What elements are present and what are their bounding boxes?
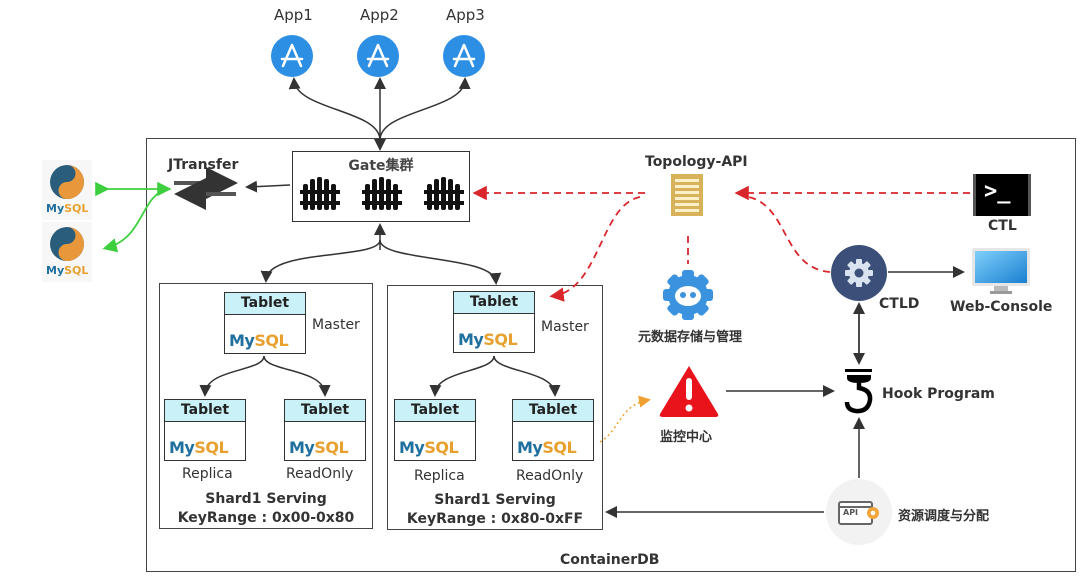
shard-1-replica-role: Replica	[182, 466, 233, 482]
mysql-my: My	[46, 202, 65, 215]
ctld-to-topology-link	[741, 195, 831, 273]
ctl-prompt: >_	[984, 179, 1011, 204]
gate-fence-icon	[362, 177, 402, 210]
shard-2-box[interactable]: Tablet MySQL Master Tablet MySQL Replica…	[387, 285, 603, 530]
mysql-dolphin-icon	[50, 227, 84, 261]
alert-triangle-icon[interactable]	[658, 364, 720, 418]
shard-2-master-role: Master	[541, 319, 589, 335]
app3-label: App3	[446, 6, 485, 24]
shard-2-readonly-role: ReadOnly	[516, 468, 584, 484]
shard-1-readonly-role: ReadOnly	[286, 466, 354, 482]
mysql-logo: MySQL	[399, 438, 459, 457]
scheduler-icon[interactable]: API	[826, 479, 892, 545]
metadata-label: 元数据存储与管理	[638, 330, 743, 345]
gate-cluster-title: Gate集群	[348, 158, 414, 174]
app1-label: App1	[274, 6, 313, 24]
shard-1-replica-tablet[interactable]: Tablet MySQL	[164, 399, 246, 461]
shard-1-keyrange: KeyRange : 0x00-0x80	[177, 510, 355, 526]
gear-icon	[845, 259, 873, 287]
mysql-logo: MySQL	[289, 438, 349, 457]
gate-fence-icon	[300, 177, 340, 210]
shard-2-keyrange: KeyRange : 0x80-0xFF	[406, 511, 584, 527]
ctld-icon[interactable]	[831, 245, 887, 301]
app2-label: App2	[360, 6, 399, 24]
topology-to-shard2-master-link	[549, 196, 641, 302]
shard-2-readonly-tablet[interactable]: Tablet MySQL	[512, 399, 594, 461]
shard-1-master-tablet[interactable]: Tablet MySQL	[224, 292, 306, 354]
tablet-header: Tablet	[165, 400, 245, 422]
app2-icon[interactable]	[357, 35, 399, 77]
s1-master-to-replica	[199, 355, 265, 397]
topology-api-icon[interactable]	[667, 172, 707, 218]
app3-icon[interactable]	[443, 35, 485, 77]
ctl-label: CTL	[988, 218, 1017, 234]
s1-master-to-readonly	[263, 355, 331, 397]
tablet-header: Tablet	[513, 400, 593, 422]
shard-2-master-tablet[interactable]: Tablet MySQL	[453, 291, 535, 353]
topology-api-label: Topology-API	[645, 154, 748, 170]
jtransfer-mysql2-link	[102, 188, 169, 253]
shard-2-replica-role: Replica	[414, 468, 465, 484]
s2-master-to-readonly	[493, 355, 561, 397]
tablet-header: Tablet	[454, 292, 534, 314]
s2-master-to-replica	[429, 355, 495, 397]
external-mysql-1[interactable]: MySQL	[42, 160, 92, 220]
shard-1-master-role: Master	[312, 317, 360, 333]
scheduler-label: 资源调度与分配	[898, 509, 990, 524]
shard-1-readonly-tablet[interactable]: Tablet MySQL	[284, 399, 366, 461]
hook-icon[interactable]	[843, 368, 875, 414]
tablet-header: Tablet	[285, 400, 365, 422]
api-window-icon	[838, 501, 879, 525]
mysql-sql: SQL	[64, 264, 89, 277]
monitor-icon[interactable]	[970, 247, 1032, 297]
mysql-logo: MySQL	[517, 438, 577, 457]
web-console-label: Web-Console	[950, 299, 1053, 315]
tablet-header: Tablet	[395, 400, 475, 422]
api-badge-text: API	[843, 508, 859, 517]
containerdb-label: ContainerDB	[560, 552, 660, 568]
gate-to-shard2-arrow	[379, 239, 502, 285]
shard-2-title: Shard1 Serving	[434, 492, 556, 508]
external-mysql-2[interactable]: MySQL	[42, 222, 92, 282]
gate-to-jtransfer-arrow	[245, 180, 291, 193]
app1-icon[interactable]	[271, 35, 313, 77]
shard-1-box[interactable]: Tablet MySQL Master Tablet MySQL Replica…	[159, 283, 373, 529]
ctl-terminal-icon[interactable]: >_	[973, 174, 1031, 216]
readonly-to-monitor-link	[599, 395, 651, 443]
shard-2-replica-tablet[interactable]: Tablet MySQL	[394, 399, 476, 461]
mysql-my: My	[46, 264, 65, 277]
hook-program-label: Hook Program	[882, 386, 995, 402]
monitor-label: 监控中心	[660, 430, 713, 445]
mysql-sql: SQL	[64, 202, 89, 215]
ctld-label: CTLD	[879, 296, 920, 312]
gate-to-app1-arrow	[288, 77, 381, 141]
tablet-header: Tablet	[225, 293, 305, 315]
gate-fence-icon	[424, 177, 464, 210]
containerdb-boundary	[146, 138, 1076, 572]
mysql-logo: MySQL	[229, 331, 289, 350]
shard-1-title: Shard1 Serving	[205, 491, 327, 507]
mysql-logo: MySQL	[169, 438, 229, 457]
metadata-gear-icon[interactable]	[660, 268, 716, 322]
mysql-logo: MySQL	[458, 330, 518, 349]
shard1-to-gate-arrow	[260, 239, 381, 283]
gate-to-app3-arrow	[379, 77, 471, 141]
mysql-dolphin-icon	[50, 165, 84, 199]
